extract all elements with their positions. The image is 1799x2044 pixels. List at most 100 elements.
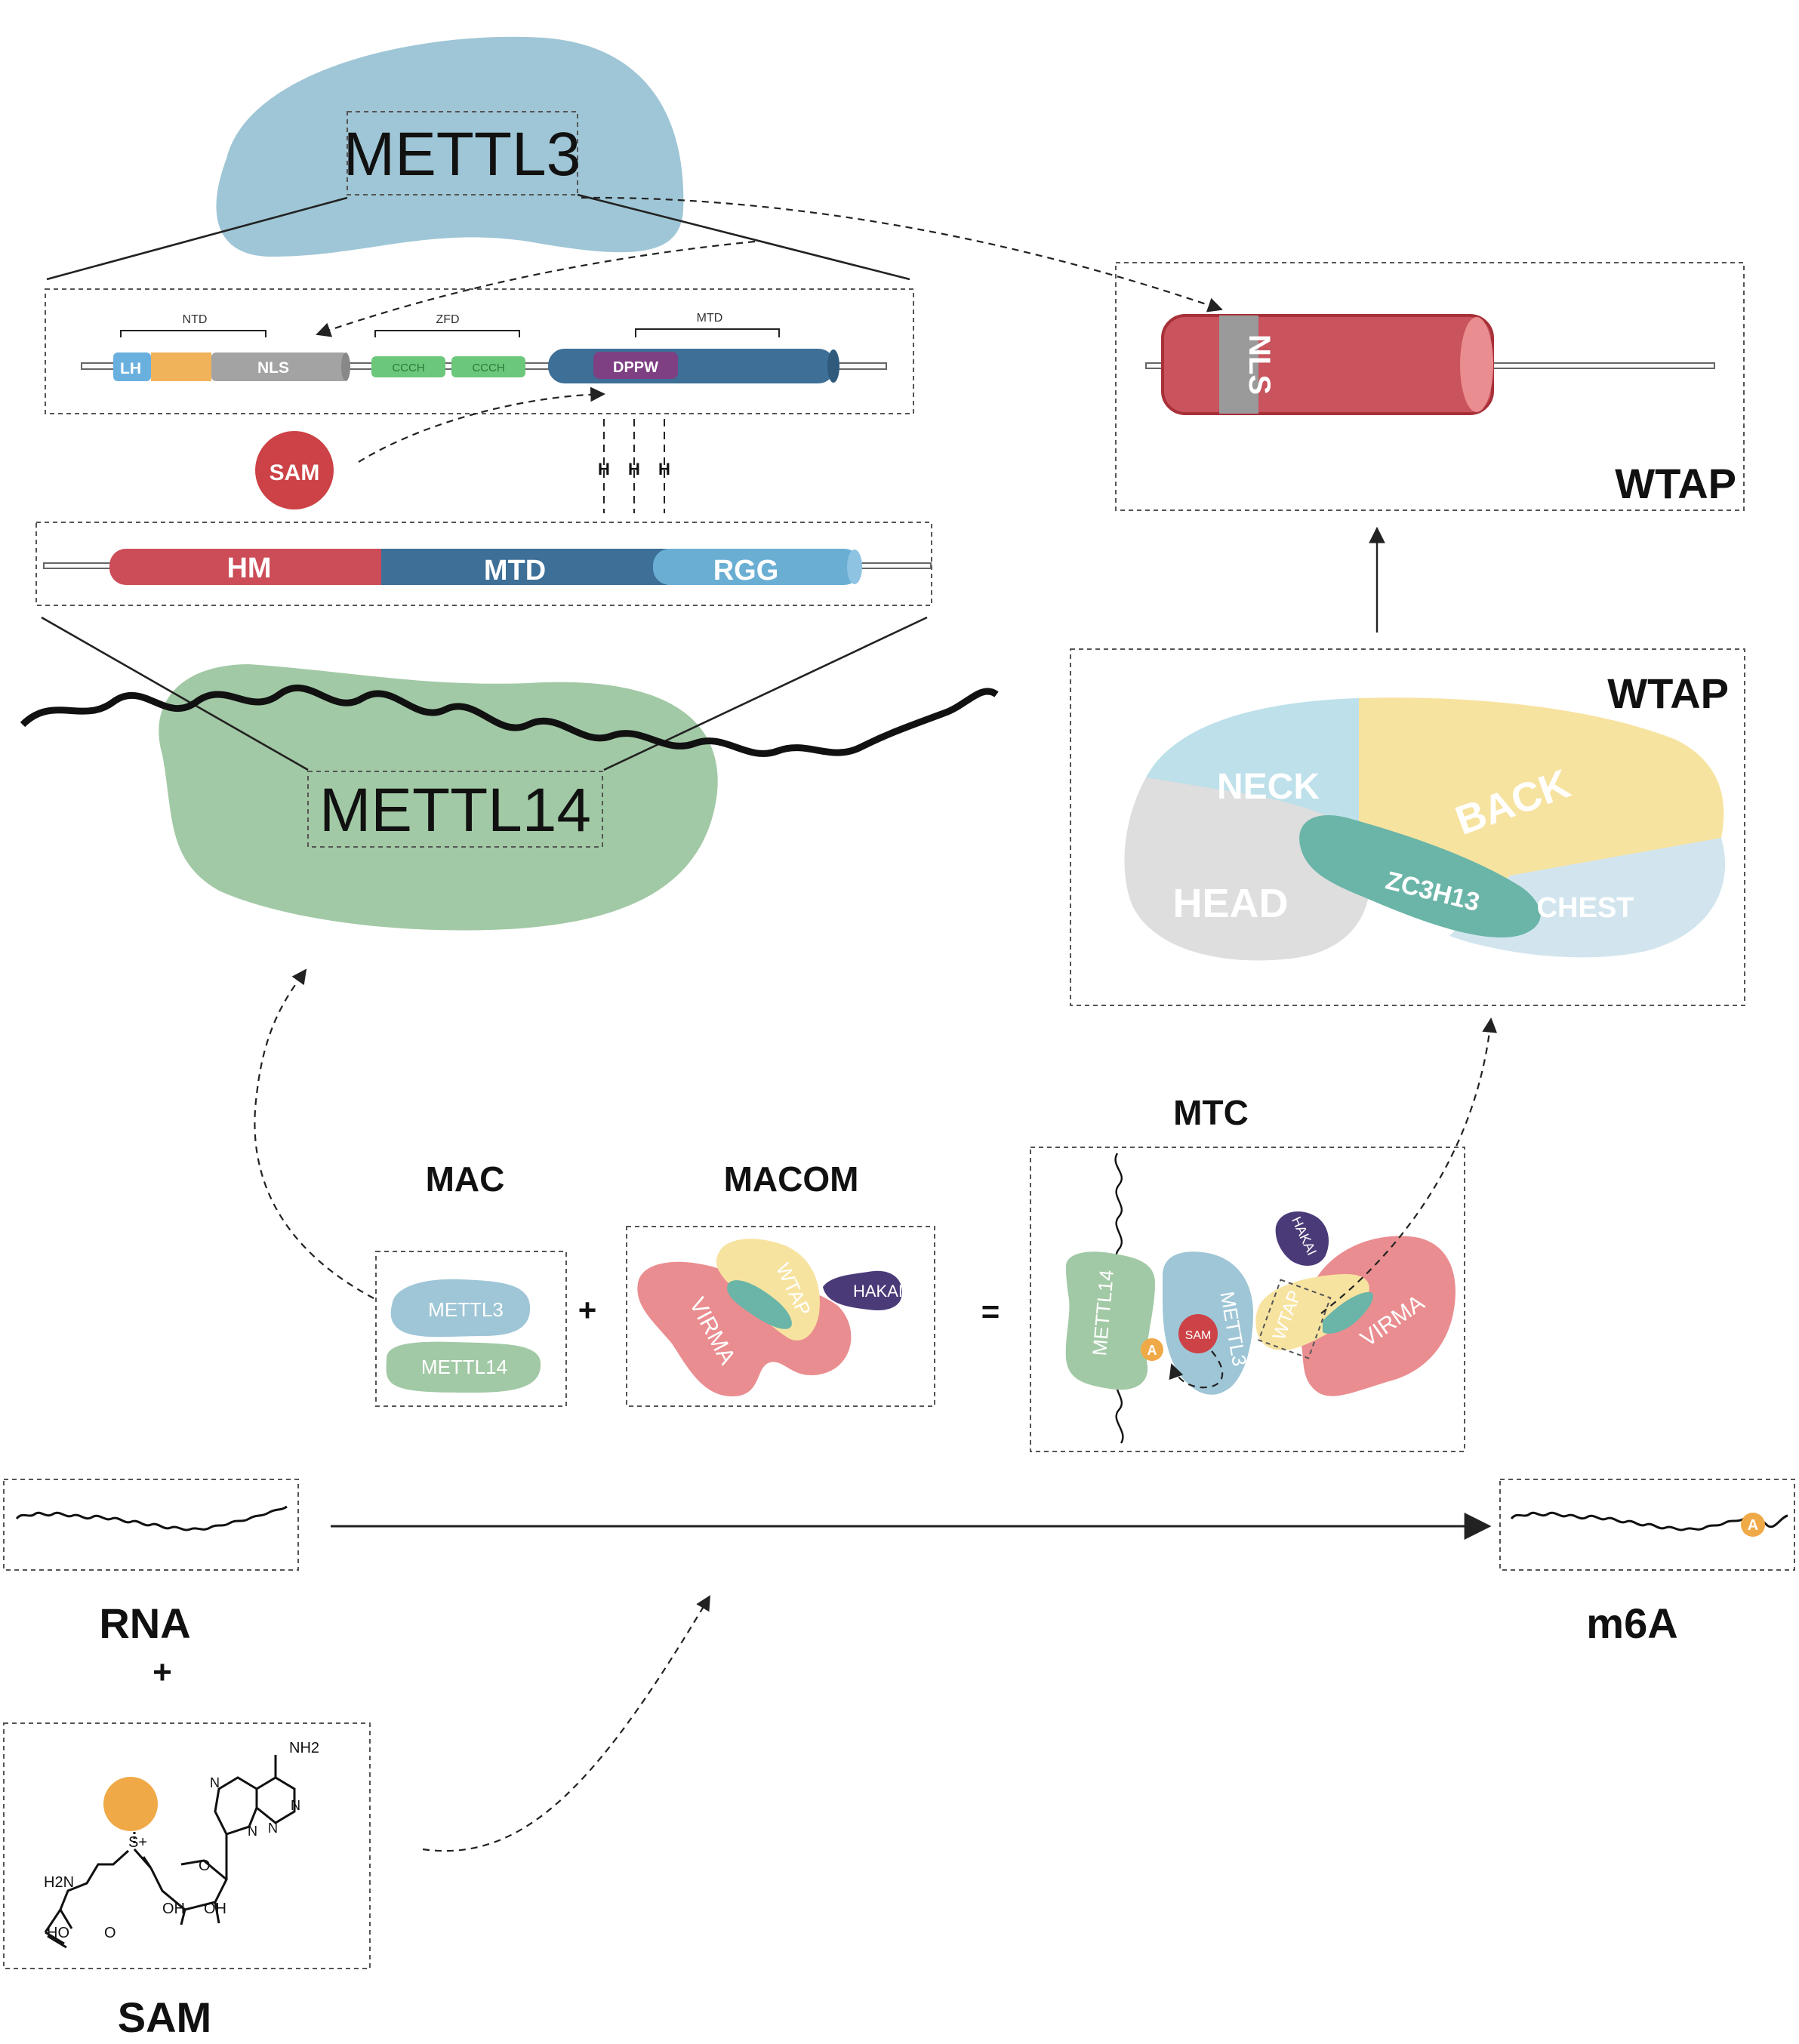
zfd-label: ZFD [436,313,459,326]
macom-wtap-shape [716,1239,820,1341]
mac-mettl14-label: METTL14 [421,1356,507,1378]
rna-plus: + [152,1654,172,1691]
mettl3-label-box [347,111,578,195]
mtc-wtap-highlight [1258,1279,1332,1359]
mettl3-zoom-right [577,193,910,281]
mtc-wtap-shape [1255,1273,1369,1350]
mettl14-title: METTL14 [319,776,591,845]
mtd14-cap [381,549,390,585]
sam-molecule-box [3,1722,371,1969]
sam-n4-label: N [268,1821,278,1836]
orange-segment [151,352,211,381]
mtd14-label: MTD [484,555,546,586]
neck-label: NECK [1217,767,1320,807]
rgg-segment [653,549,861,585]
mtd3-segment-end [827,349,839,383]
sam-amine-label: H2N [44,1874,74,1891]
binding-mark-2: H [628,460,640,479]
binding-mark-3: H [658,460,670,479]
wtap-rod-box [1115,262,1745,511]
ntd-label: NTD [183,313,208,326]
rna-strand [15,1505,288,1531]
sam-methyl-circle [103,1777,158,1831]
rna-strand-top [20,684,999,757]
wtap-rod-title: WTAP [1615,460,1736,507]
chest-label: CHEST [1537,892,1634,924]
sam-oxo-label: O [104,1925,116,1941]
mtc-adenine-circle [1141,1338,1163,1361]
macom-hakai-label: HAKAI [853,1282,903,1301]
mtc-title: MTC [1173,1093,1249,1132]
sam-sulfonium-label: S+ [128,1834,147,1851]
macom-equals: = [981,1294,1000,1329]
wtap-to-nls-arrow [316,240,756,337]
hm-segment [109,549,396,585]
macom-zc3h13-shape [727,1280,792,1329]
mettl14-label-box [307,771,603,848]
mac-mettl3-shape [390,1279,531,1338]
sam-molecule [44,1755,296,1949]
m6a-label: m6A [1586,1599,1677,1647]
neck-region [1146,698,1359,830]
macom-box [626,1226,935,1407]
mac-plus: + [578,1292,597,1328]
nls-segment-end [341,352,350,381]
dppw-segment [593,352,678,379]
mtc-sam-circle [1178,1314,1218,1353]
m6a-adenine-circle [1741,1513,1765,1537]
sam-molecule-label: SAM [118,1993,211,2040]
mtd-bracket: MTD [635,312,780,337]
sam-to-dppw-arrow [358,386,605,463]
mtd14-segment [381,549,668,585]
sam-badge-label: SAM [270,460,320,485]
nls-label: NLS [257,359,289,377]
mac-to-mettl14-arrow [254,968,374,1299]
hm-label: HM [226,553,271,584]
mtc-zc3h13-shape [1323,1291,1373,1334]
wtap-nls-segment [1219,316,1258,414]
rgg-label: RGG [713,555,779,586]
m6a-strand [1510,1511,1788,1531]
sam-badge [255,431,334,509]
mac-mettl3-label: METTL3 [428,1298,504,1321]
wtap-structure: NECK BACK HEAD CHEST ZC3H13 [1124,697,1726,961]
mettl14-zoom-left [41,616,309,771]
mtd3-segment [548,349,835,383]
zfd-bracket: ZFD [374,313,520,337]
dppw-label: DPPW [613,359,658,376]
ccch-label-2: CCCH [472,362,504,374]
zc3h13-region [1299,815,1541,937]
sam-to-reaction-arrow [422,1595,711,1852]
m6a-box [1499,1479,1795,1571]
mtd-bracket-label: MTD [697,312,723,325]
mettl3-title: METTL3 [343,120,581,189]
mac-mettl14-shape [386,1341,541,1393]
wtap-cylinder [1161,314,1494,415]
mtc-sam-label: SAM [1185,1329,1212,1342]
mettl3-domain-box [45,288,914,414]
binding-mark-1: H [598,460,610,479]
sam-nh2-label: NH2 [289,1740,319,1756]
macom-hakai-shape [823,1270,902,1310]
ntd-bracket: NTD [120,313,266,337]
rna-label: RNA [99,1599,190,1647]
ccch-segment-2 [451,356,525,377]
sam-ring-o-label: O [199,1858,211,1874]
wtap-structure-title: WTAP [1607,670,1729,717]
mtc-mettl14-shape [1065,1251,1155,1390]
sam-n1-label: N [210,1775,220,1790]
sam-n2-label: N [248,1824,257,1839]
mtc-hakai-shape [1275,1211,1329,1266]
sam-n3-label: N [291,1798,300,1813]
macom-title: MACOM [724,1159,859,1199]
rna-box [3,1479,299,1571]
mtc-sam-transfer-arrow [1169,1350,1224,1389]
lh-segment [113,352,151,381]
mettl3-to-wtap-arrow [581,196,1223,312]
mettl14-zoom-right [603,616,928,771]
rgg-segment-end [847,549,862,584]
ccch-label-1: CCCH [392,362,424,374]
head-label: HEAD [1172,881,1288,926]
